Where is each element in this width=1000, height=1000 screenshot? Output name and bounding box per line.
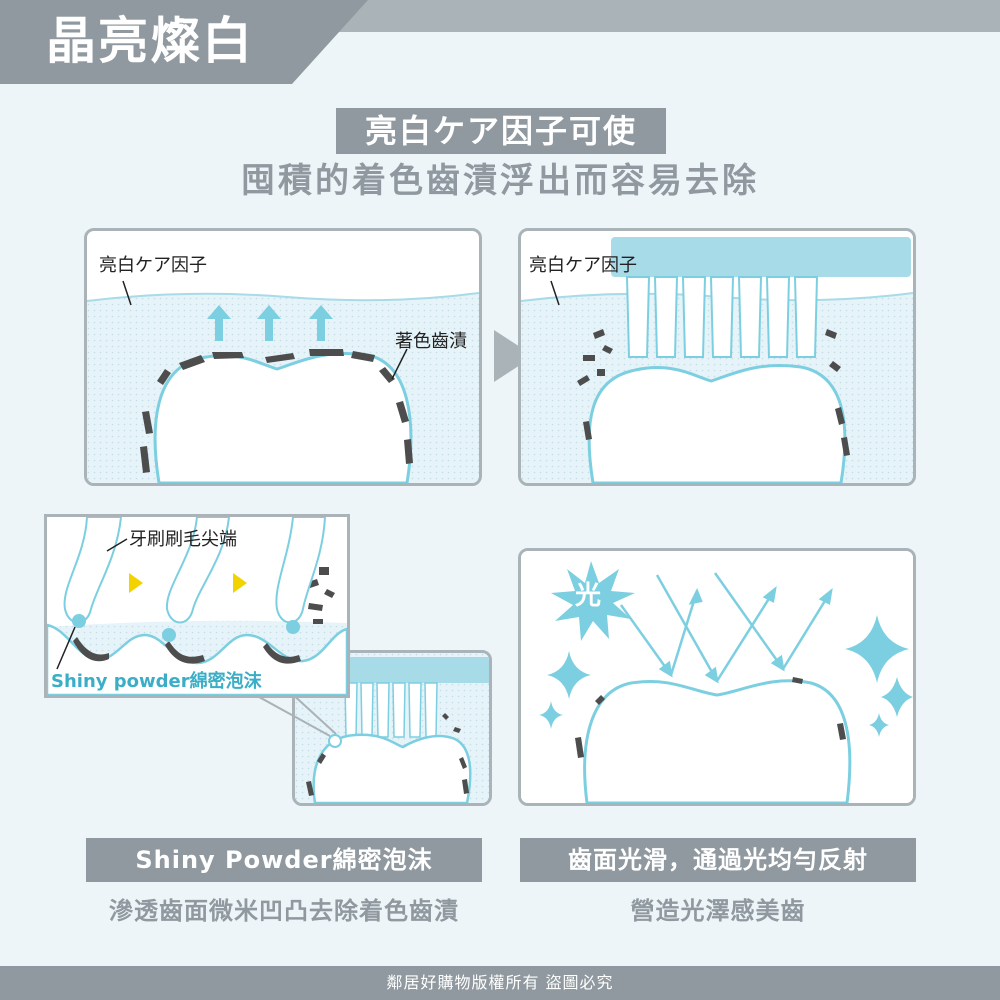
foam-bubbles (72, 614, 300, 642)
intro-heading: 亮白ケア因子可使 (336, 108, 666, 154)
panel-light-reflection: 光 (518, 548, 916, 806)
header-band (0, 0, 1000, 84)
tooth-shape (583, 679, 852, 803)
shine-burst (551, 561, 635, 641)
zoom-connector (250, 691, 337, 737)
stain-particles (577, 329, 850, 456)
stain-label: 著色齒漬 (395, 331, 467, 352)
factor-label: 亮白ケア因子 (99, 255, 207, 276)
surface-stains (73, 567, 335, 664)
factor-label: 亮白ケア因子 (529, 255, 637, 276)
tooth-stain-illustration (87, 280, 479, 483)
sparkle-icons (539, 615, 913, 737)
next-step-arrow (494, 330, 534, 382)
zoom-focus-circle (328, 734, 342, 748)
foam-tooth-illustration (295, 653, 489, 803)
stain-marks (140, 349, 413, 473)
light-rays (619, 572, 833, 684)
bristles (625, 276, 819, 358)
page-title: 晶亮燦白 (46, 12, 254, 70)
foam-label: Shiny powder綿密泡沫 (51, 671, 262, 692)
bristle-foam-illustration (47, 517, 347, 695)
copyright-footer: 鄰居好購物版權所有 盜圖必究 (0, 966, 1000, 1000)
header-shape (0, 0, 1000, 84)
caption-left-text: 滲透齒面微米凹凸去除着色齒漬 (109, 897, 459, 925)
reflection-illustration (521, 551, 913, 803)
toothbrush-head (611, 237, 911, 277)
caption-left-title: Shiny Powder綿密泡沫 (86, 838, 482, 882)
bristle-label: 牙刷刷毛尖端 (129, 529, 237, 550)
shine-glyph: 光 (575, 581, 602, 611)
lift-arrows (207, 305, 333, 341)
intro-subheading: 囤積的着色齒漬浮出而容易去除 (241, 161, 759, 201)
brushing-illustration (521, 237, 913, 483)
caption-right-text: 營造光澤感美齒 (630, 897, 806, 925)
tooth-shape (587, 364, 847, 483)
panel-foam-zoom: 牙刷刷毛尖端 Shiny powder綿密泡沫 (44, 514, 350, 698)
panel-stain-lifting: 亮白ケア因子 著色齒漬 (84, 228, 482, 486)
direction-arrows (129, 573, 247, 593)
panel-brushing: 亮白ケア因子 (518, 228, 916, 486)
tooth-shape (153, 352, 413, 483)
toothbrush-head (327, 657, 489, 683)
caption-right-title: 齒面光滑，通過光均勻反射 (520, 838, 916, 882)
